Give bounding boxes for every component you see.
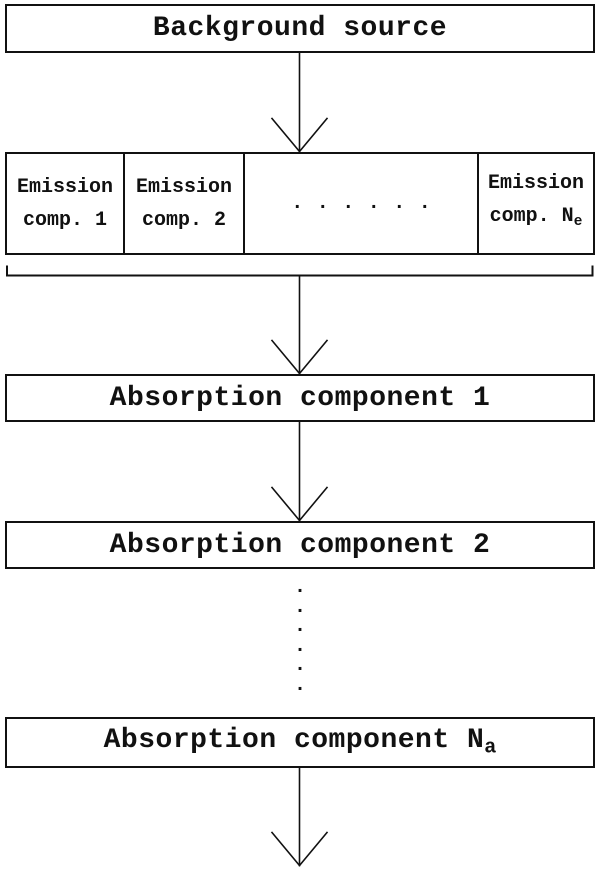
down-arrow-3	[270, 421, 329, 522]
absorption-component-n-main: Absorption component N	[103, 725, 485, 757]
emission-components-row: Emission comp. 1 Emission comp. 2 . . . …	[5, 152, 595, 255]
emission-comp-1-line1: Emission	[16, 175, 113, 199]
emission-comp-n-cell: Emission comp. Ne	[477, 154, 593, 253]
emission-ellipsis-cell: . . . . . .	[243, 154, 477, 253]
emission-comp-n-subscript: e	[573, 214, 583, 231]
down-arrow-1	[270, 52, 329, 153]
absorption-component-n-label: Absorption component Na	[104, 725, 497, 760]
emission-comp-1-cell: Emission comp. 1	[7, 154, 123, 253]
vertical-ellipsis: . . . . . .	[293, 576, 306, 697]
emission-comp-2-cell: Emission comp. 2	[123, 154, 243, 253]
absorption-component-n-box: Absorption component Na	[5, 717, 595, 768]
emission-comp-n-main: comp. N	[489, 205, 574, 229]
collect-bracket	[6, 265, 594, 277]
horizontal-ellipsis: . . . . . .	[291, 192, 431, 215]
arrow-head-icon	[270, 831, 329, 867]
absorption-component-1-box: Absorption component 1	[5, 374, 595, 422]
emission-comp-n-line2: comp. Ne	[490, 200, 583, 239]
background-source-box: Background source	[5, 4, 595, 53]
emission-comp-2-line1: Emission	[135, 175, 232, 199]
down-arrow-4	[270, 767, 329, 867]
arrow-head-icon	[270, 117, 329, 153]
absorption-component-1-label: Absorption component 1	[109, 382, 491, 414]
background-source-label: Background source	[152, 13, 448, 44]
absorption-component-n-subscript: a	[484, 736, 497, 760]
absorption-component-2-box: Absorption component 2	[5, 521, 595, 569]
emission-comp-n-line1: Emission	[487, 172, 584, 196]
emission-comp-2-line2: comp. 2	[141, 208, 226, 232]
absorption-component-2-label: Absorption component 2	[109, 529, 491, 561]
emission-comp-1-line2: comp. 1	[22, 208, 107, 232]
down-arrow-2	[270, 275, 329, 375]
arrow-head-icon	[270, 486, 329, 522]
arrow-head-icon	[270, 339, 329, 375]
